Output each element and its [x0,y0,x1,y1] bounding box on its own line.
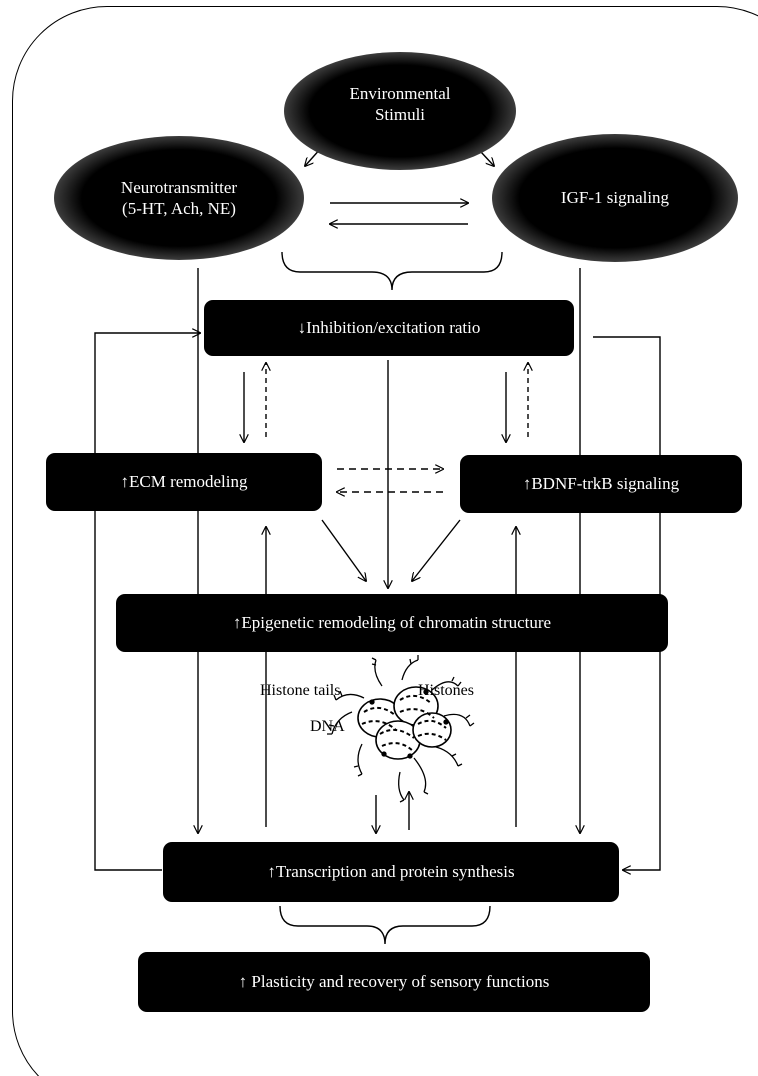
igf1-signaling-node: IGF-1 signaling [492,134,738,262]
environmental-stimuli-label: Environmental Stimuli [349,83,451,124]
arrow-ecm-to-epigenetic [321,519,366,581]
histone-tails-label: Histone tails [260,682,341,699]
histones-label: Histones [418,682,474,699]
arrow-bdnf-to-epigenetic [412,519,461,581]
bdnf-trkb-label: ↑BDNF-trkB signaling [522,474,680,493]
neurotransmitter-label-line1: Neurotransmitter [120,177,238,197]
brace-bottom [279,905,491,945]
bdnf-trkb-box: ↑BDNF-trkB signaling [460,455,742,513]
epigenetic-remodeling-label: ↑Epigenetic remodeling of chromatin stru… [232,613,552,632]
neurotransmitter-node: Neurotransmitter (5-HT, Ach, NE) [54,136,304,260]
transcription-synthesis-box: ↑Transcription and protein synthesis [163,842,619,902]
transcription-synthesis-label: ↑Transcription and protein synthesis [267,862,515,881]
epigenetic-remodeling-box: ↑Epigenetic remodeling of chromatin stru… [116,594,668,652]
environmental-stimuli-node: Environmental Stimuli [284,52,516,170]
inhibition-excitation-label: ↓Inhibition/excitation ratio [297,318,481,337]
neurotransmitter-label-line2: (5-HT, Ach, NE) [122,199,236,218]
ecm-remodeling-label: ↑ECM remodeling [120,472,248,491]
feedback-left [94,333,200,871]
ecm-remodeling-box: ↑ECM remodeling [46,453,322,511]
plasticity-recovery-label: ↑ Plasticity and recovery of sensory fun… [238,972,550,991]
igf1-signaling-label: IGF-1 signaling [560,188,670,208]
inhibition-excitation-box: ↓Inhibition/excitation ratio [204,300,574,356]
chromatin-illustration [327,655,475,803]
rounded-frame [12,6,758,1076]
dna-label: DNA [310,718,345,735]
brace-top [281,251,503,291]
plasticity-recovery-box: ↑ Plasticity and recovery of sensory fun… [138,952,650,1012]
